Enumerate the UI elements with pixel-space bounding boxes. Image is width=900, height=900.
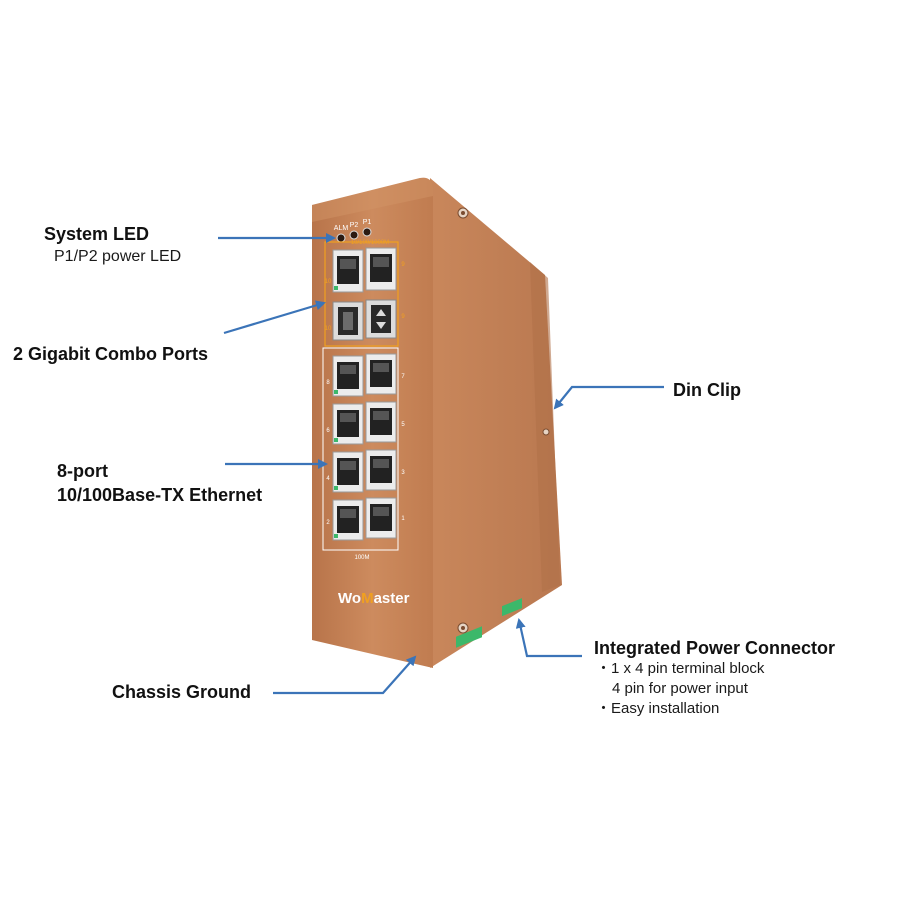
ground-arrow — [273, 655, 417, 695]
chassis-ground-title: Chassis Ground — [112, 682, 252, 702]
power-terminal-block — [456, 626, 482, 648]
power-terminal-block — [502, 598, 522, 617]
port-number-label: 7 — [401, 374, 405, 380]
ethernet-title-line1: 8-port — [57, 461, 108, 481]
port-number-label: 6 — [326, 428, 330, 434]
speed-label-fast-ethernet: 100M — [354, 555, 369, 561]
port-number-label: 10 — [325, 279, 332, 285]
rj45-port-9 — [365, 247, 397, 291]
rj45-port-8 — [332, 355, 364, 397]
fast-ethernet-port-frame — [322, 347, 399, 551]
port-number-label: 2 — [326, 520, 330, 526]
power-connector-item: ・1 x 4 pin terminal block — [596, 660, 765, 677]
combo-port-arrow — [223, 300, 326, 335]
port-number-label: 5 — [401, 422, 405, 428]
power-connector-arrow — [515, 618, 582, 658]
rj45-port-2 — [332, 499, 364, 541]
port-number-label: 1 — [401, 516, 405, 522]
mount-screw — [457, 622, 469, 634]
port-number-label: 9 — [401, 262, 405, 268]
rj45-port-7 — [365, 353, 397, 395]
port-number-label: 8 — [326, 380, 330, 386]
p2-led — [349, 230, 359, 240]
gigabit-port-frame — [324, 241, 399, 347]
rj45-port-6 — [332, 403, 364, 445]
power-connector-item: 4 pin for power input — [612, 680, 748, 697]
combo-ports-title: 2 Gigabit Combo Ports — [13, 344, 209, 364]
switch-side-panel — [430, 178, 562, 668]
power-connector-title: Integrated Power Connector — [594, 638, 836, 658]
din-clip-screw — [542, 428, 550, 436]
rj45-port-10 — [332, 249, 364, 293]
womaster-logo: WoMaster — [338, 590, 410, 607]
port-number-label: 4 — [326, 476, 330, 482]
din-rail-rib — [530, 262, 560, 592]
rj45-port-4 — [332, 451, 364, 493]
sfp-slot-10 — [332, 301, 364, 341]
mount-screw — [457, 207, 469, 219]
system-led-title: System LED — [44, 224, 150, 244]
port-number-label: 3 — [401, 470, 405, 476]
din-clip-title: Din Clip — [673, 380, 741, 400]
port-number-label: 10 — [325, 326, 332, 332]
rj45-port-5 — [365, 401, 397, 443]
port-number-label: 9 — [401, 314, 405, 320]
sfp-slot-9 — [365, 299, 397, 339]
led-label-p2: P2 — [350, 222, 359, 229]
speed-label-gigabit: 10/100/1000M — [351, 240, 389, 246]
rj45-port-3 — [365, 449, 397, 491]
din-clip-arrow — [553, 385, 664, 410]
rj45-port-1 — [365, 497, 397, 539]
power-connector-item: ・Easy installation — [596, 700, 720, 717]
ethernet-title-line2: 10/100Base-TX Ethernet — [57, 485, 263, 505]
system-led-subtitle: P1/P2 power LED — [54, 248, 182, 265]
p1-led — [362, 227, 372, 237]
led-label-p1: P1 — [363, 219, 372, 226]
led-label-alm: ALM — [334, 225, 349, 232]
